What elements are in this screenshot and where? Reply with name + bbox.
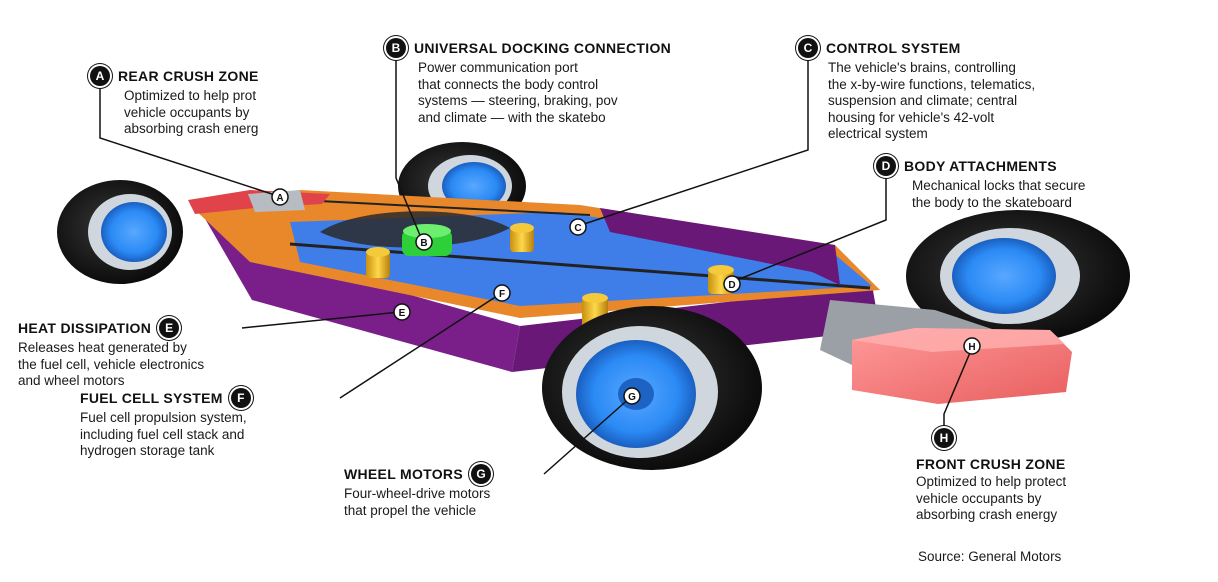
svg-text:A: A — [276, 193, 283, 204]
callout-title: REAR CRUSH ZONE — [118, 68, 259, 84]
marker-h: H — [963, 337, 981, 355]
callout-description: Fuel cell propulsion system, including f… — [80, 410, 247, 458]
leader-lines — [99, 54, 973, 475]
callout-title: CONTROL SYSTEM — [826, 40, 961, 56]
svg-text:C: C — [574, 223, 581, 234]
marker-a: A — [271, 188, 289, 206]
callout-description: Optimized to help protect vehicle occupa… — [916, 474, 1067, 522]
callout-description: Power communication port that connects t… — [418, 60, 618, 125]
badge-a: A — [90, 66, 110, 86]
leader-line-e — [241, 311, 401, 329]
svg-text:D: D — [728, 280, 735, 291]
svg-text:F: F — [499, 289, 505, 300]
part-markers: A B C D E F G H — [271, 188, 981, 405]
callout-control-system: C CONTROL SYSTEM The vehicle's brains, c… — [798, 38, 1035, 143]
callout-title: FRONT CRUSH ZONE — [916, 456, 1066, 472]
source-credit: Source: General Motors — [918, 549, 1062, 564]
callout-title: WHEEL MOTORS — [344, 466, 463, 482]
front-left-wheel — [542, 306, 762, 470]
callout-description: Four-wheel-drive motors that propel the … — [344, 486, 491, 518]
marker-b: B — [415, 233, 433, 251]
marker-d: D — [723, 275, 741, 293]
badge-e: E — [159, 318, 180, 338]
leader-line-b — [395, 54, 423, 241]
badge-c: C — [798, 38, 818, 58]
callout-fuel-cell-system: FUEL CELL SYSTEM F Fuel cell propulsion … — [80, 388, 251, 460]
callout-heat-dissipation: HEAT DISSIPATION E Releases heat generat… — [18, 318, 204, 390]
callout-universal-docking-connection: B UNIVERSAL DOCKING CONNECTION Power com… — [386, 38, 671, 126]
svg-text:E: E — [399, 308, 406, 319]
attachment-pin — [366, 247, 390, 278]
front-crush-zone — [852, 328, 1072, 404]
marker-g: G — [623, 387, 641, 405]
attachment-pin — [510, 223, 534, 252]
badge-h: H — [934, 428, 954, 448]
leader-line-c — [577, 54, 809, 227]
svg-text:B: B — [420, 238, 427, 249]
svg-text:H: H — [968, 342, 975, 353]
badge-d: D — [876, 156, 896, 176]
svg-text:G: G — [628, 392, 636, 403]
badge-g: G — [470, 464, 491, 484]
front-right-wheel — [906, 210, 1130, 342]
marker-f: F — [493, 284, 511, 302]
callout-wheel-motors: WHEEL MOTORS G Four-wheel-drive motors t… — [344, 464, 491, 519]
marker-e: E — [393, 303, 411, 321]
leader-line-g — [543, 395, 633, 475]
leader-line-d — [731, 172, 887, 283]
callout-description: Mechanical locks that secure the body to… — [912, 178, 1086, 210]
callout-title: UNIVERSAL DOCKING CONNECTION — [414, 40, 672, 56]
rear-left-wheel — [57, 180, 183, 284]
marker-c: C — [569, 218, 587, 236]
leader-line-a — [99, 84, 279, 197]
badge-f: F — [230, 388, 251, 408]
callout-description: Releases heat generated by the fuel cell… — [18, 340, 205, 388]
callout-front-crush-zone: H FRONT CRUSH ZONE Optimized to help pro… — [916, 428, 1066, 524]
leader-line-f — [339, 293, 501, 399]
callout-rear-crush-zone: A REAR CRUSH ZONE Optimized to help prot… — [90, 66, 259, 138]
callout-description: The vehicle's brains, controlling the x-… — [828, 60, 1036, 141]
callout-title: HEAT DISSIPATION — [18, 320, 152, 336]
callout-title: FUEL CELL SYSTEM — [80, 390, 223, 406]
badge-b: B — [386, 38, 406, 58]
callout-description: Optimized to help prot vehicle occupants… — [124, 88, 259, 136]
callout-title: BODY ATTACHMENTS — [904, 158, 1057, 174]
callout-body-attachments: D BODY ATTACHMENTS Mechanical locks that… — [876, 156, 1085, 211]
